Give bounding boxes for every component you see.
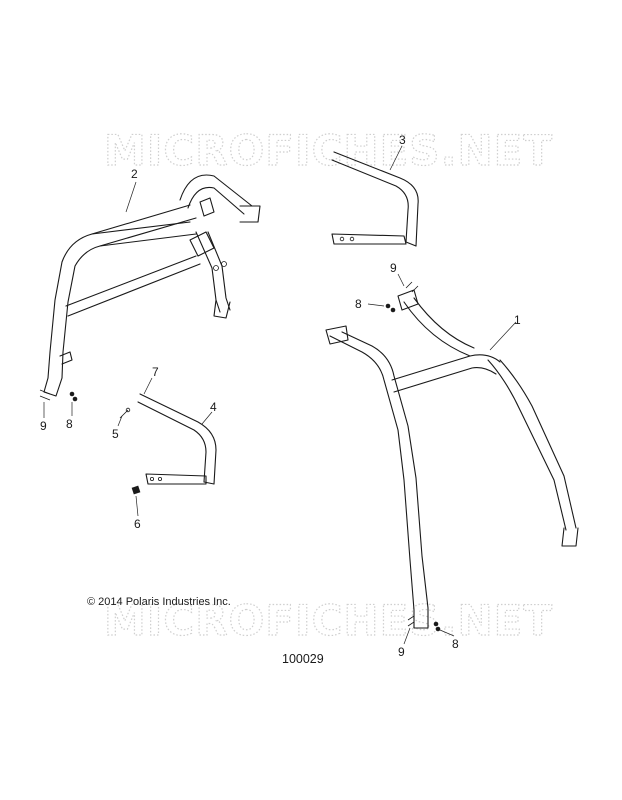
callout-2: 2: [131, 167, 138, 181]
leader-7: [143, 377, 153, 395]
callout-1: 1: [514, 313, 521, 327]
callout-9-upper-right: 9: [390, 261, 397, 275]
part-1-rear-rollbar: [325, 289, 579, 629]
leader-5: [117, 415, 123, 427]
watermark-top: MICROFICHES.NET: [104, 126, 553, 175]
leader-9-lower: [403, 627, 411, 645]
watermark-bottom: MICROFICHES.NET: [104, 596, 553, 645]
fasteners-lower-right: [407, 615, 441, 632]
part-2-front-rollbar: [43, 174, 261, 397]
leader-6: [135, 495, 139, 517]
callout-9-left: 9: [40, 419, 47, 433]
callout-3: 3: [399, 133, 406, 147]
leader-4: [201, 411, 213, 425]
callout-8-upper-right: 8: [355, 297, 362, 311]
callout-6: 6: [134, 517, 141, 531]
part-4-small-side-bar: [137, 393, 217, 485]
leader-8-upper: [367, 303, 385, 307]
copyright-text: © 2014 Polaris Industries Inc.: [87, 596, 231, 608]
callout-5: 5: [112, 427, 119, 441]
part-5-bolt: [119, 407, 131, 419]
fasteners-upper-right: [385, 281, 419, 313]
leader-1: [489, 321, 517, 351]
part-6-nut: [131, 485, 141, 495]
callout-8-left: 8: [66, 417, 73, 431]
callout-7: 7: [152, 365, 159, 379]
part-3-side-bar: [331, 151, 419, 247]
callout-4: 4: [210, 400, 217, 414]
fasteners-left: [39, 389, 78, 418]
leader-3: [389, 145, 403, 171]
callout-9-lower-right: 9: [398, 645, 405, 659]
figure-id: 100029: [282, 652, 324, 666]
leader-9-upper: [397, 273, 405, 287]
leader-8-lower: [439, 629, 455, 637]
callout-8-lower-right: 8: [452, 637, 459, 651]
leader-2: [125, 181, 137, 213]
